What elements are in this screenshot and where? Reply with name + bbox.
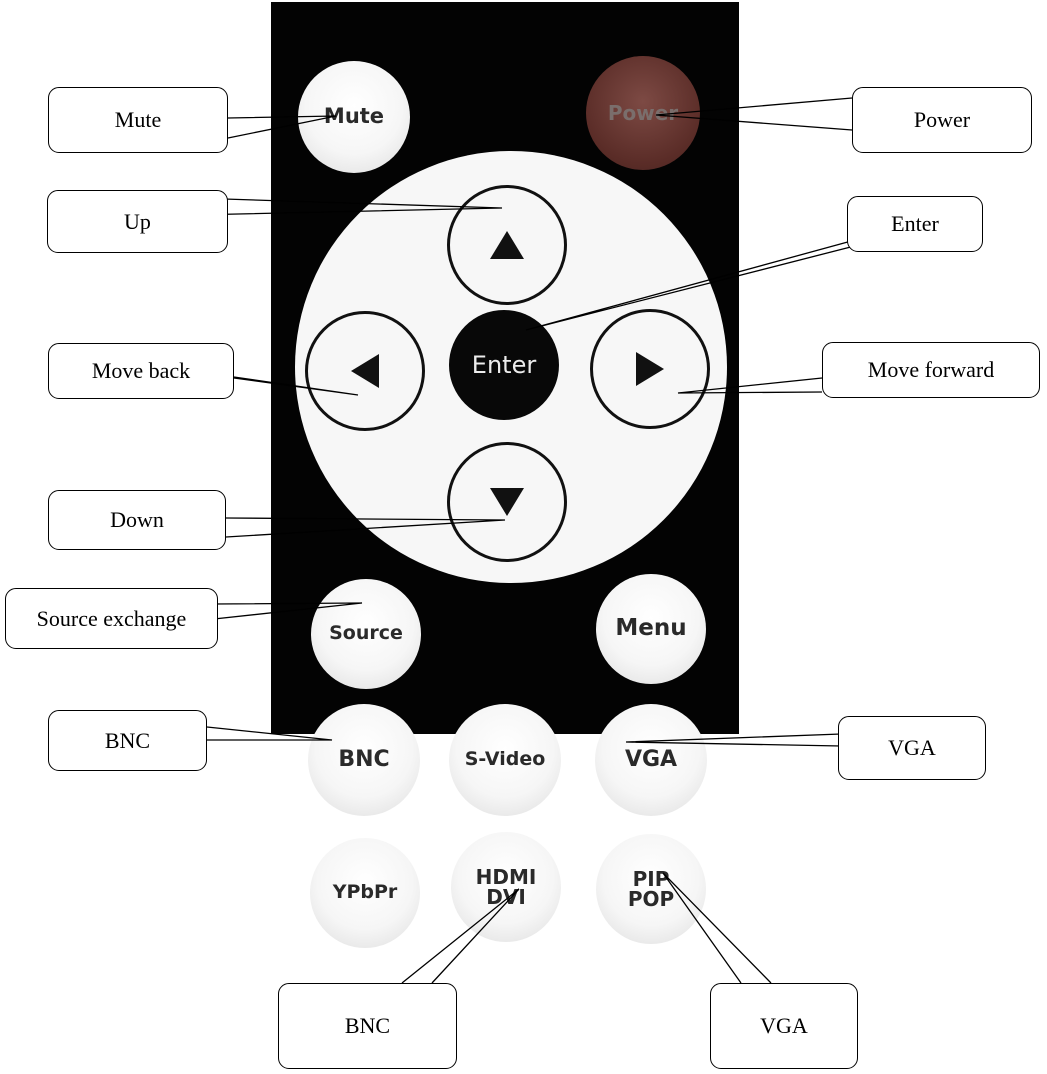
enter-leader — [525, 239, 879, 331]
callout-enter-text: Enter — [891, 211, 939, 236]
menu-button-label: Menu — [615, 615, 687, 642]
up-leader — [192, 197, 503, 216]
up-arrow-icon — [490, 231, 524, 259]
callout-down: Down — [48, 490, 226, 550]
callout-up-text: Up — [124, 208, 151, 234]
callout-move-forward-text: Move forward — [867, 357, 995, 382]
callout-power: Power — [852, 87, 1032, 153]
source-button[interactable]: Source — [311, 579, 421, 689]
power-button-label: Power — [607, 100, 679, 125]
move-forward-leader — [677, 377, 823, 394]
callout-enter: Enter — [847, 196, 983, 252]
callout-vga-text: VGA — [888, 735, 936, 760]
callout-move-back-text: Move back — [91, 358, 191, 383]
bnc-button-label: BNC — [338, 746, 390, 772]
ypbpr-button[interactable]: YPbPr — [310, 838, 420, 948]
right-arrow-icon — [636, 352, 664, 386]
up-button[interactable] — [447, 185, 567, 305]
bottom-bnc-leader — [401, 888, 520, 984]
mute-leader — [227, 115, 337, 139]
bnc-button[interactable]: BNC — [308, 704, 420, 816]
source-button-label: Source — [329, 622, 403, 645]
callout-vga: VGA — [838, 716, 986, 780]
callout-down-text: Down — [110, 507, 164, 532]
callout-bnc-text: BNC — [104, 727, 151, 753]
menu-button[interactable]: Menu — [596, 574, 706, 684]
callout-mute: Mute — [48, 87, 228, 153]
callout-bottom-vga: VGA — [710, 983, 858, 1069]
right-button[interactable] — [590, 309, 710, 429]
vga-button[interactable]: VGA — [595, 704, 707, 816]
left-arrow-icon — [351, 354, 379, 388]
callout-bottom-bnc-text: BNC — [344, 1013, 391, 1038]
callout-up: Up — [47, 190, 228, 253]
callout-bottom-vga-text: VGA — [760, 1013, 808, 1038]
down-arrow-icon — [490, 488, 524, 516]
callout-source-exchange-text: Source exchange — [36, 605, 187, 631]
move-back-leader — [233, 376, 359, 396]
enter-button-label: Enter — [471, 351, 537, 379]
callout-bnc: BNC — [48, 710, 207, 771]
hdmi-dvi-button[interactable]: HDMI DVI — [451, 832, 561, 942]
pip-pop-button-label: PIP POP — [627, 866, 675, 911]
power-leader — [655, 97, 853, 131]
bottom-vga-leader — [662, 872, 772, 984]
vga-button-label: VGA — [624, 746, 678, 772]
callout-bottom-bnc: BNC — [278, 983, 457, 1069]
source-leader — [213, 602, 363, 620]
svideo-button[interactable]: S-Video — [449, 704, 561, 816]
mute-button-label: Mute — [323, 104, 385, 129]
pip-pop-button[interactable]: PIP POP — [596, 834, 706, 944]
down-leader — [225, 517, 506, 538]
svideo-button-label: S-Video — [464, 748, 546, 771]
callout-move-forward: Move forward — [822, 342, 1040, 398]
vga-leader — [625, 733, 842, 747]
down-button[interactable] — [447, 442, 567, 562]
callout-move-back: Move back — [48, 343, 234, 399]
callout-mute-text: Mute — [114, 107, 162, 132]
bnc-leader — [206, 726, 333, 741]
callout-power-text: Power — [913, 107, 971, 132]
callout-source-exchange: Source exchange — [5, 588, 218, 649]
left-button[interactable] — [305, 311, 425, 431]
enter-button[interactable]: Enter — [449, 310, 559, 420]
ypbpr-button-label: YPbPr — [332, 881, 398, 904]
